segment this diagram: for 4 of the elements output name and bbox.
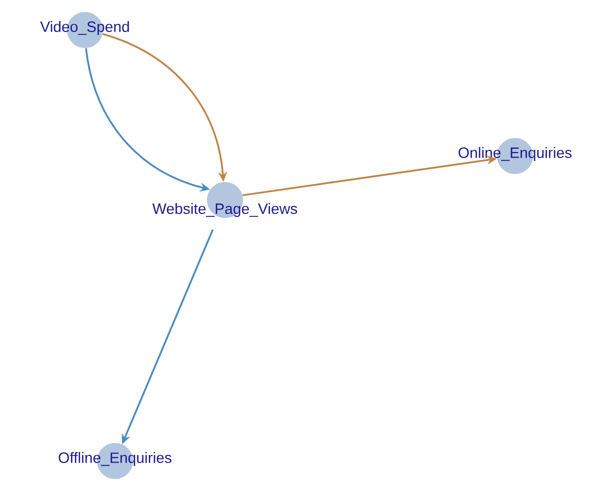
graph-node: Video_Spend [40, 12, 129, 48]
graph-node: Website_Page_Views [152, 182, 298, 218]
graph-node: Offline_Enquiries [58, 443, 172, 479]
graph-node: Online_Enquiries [458, 138, 572, 174]
